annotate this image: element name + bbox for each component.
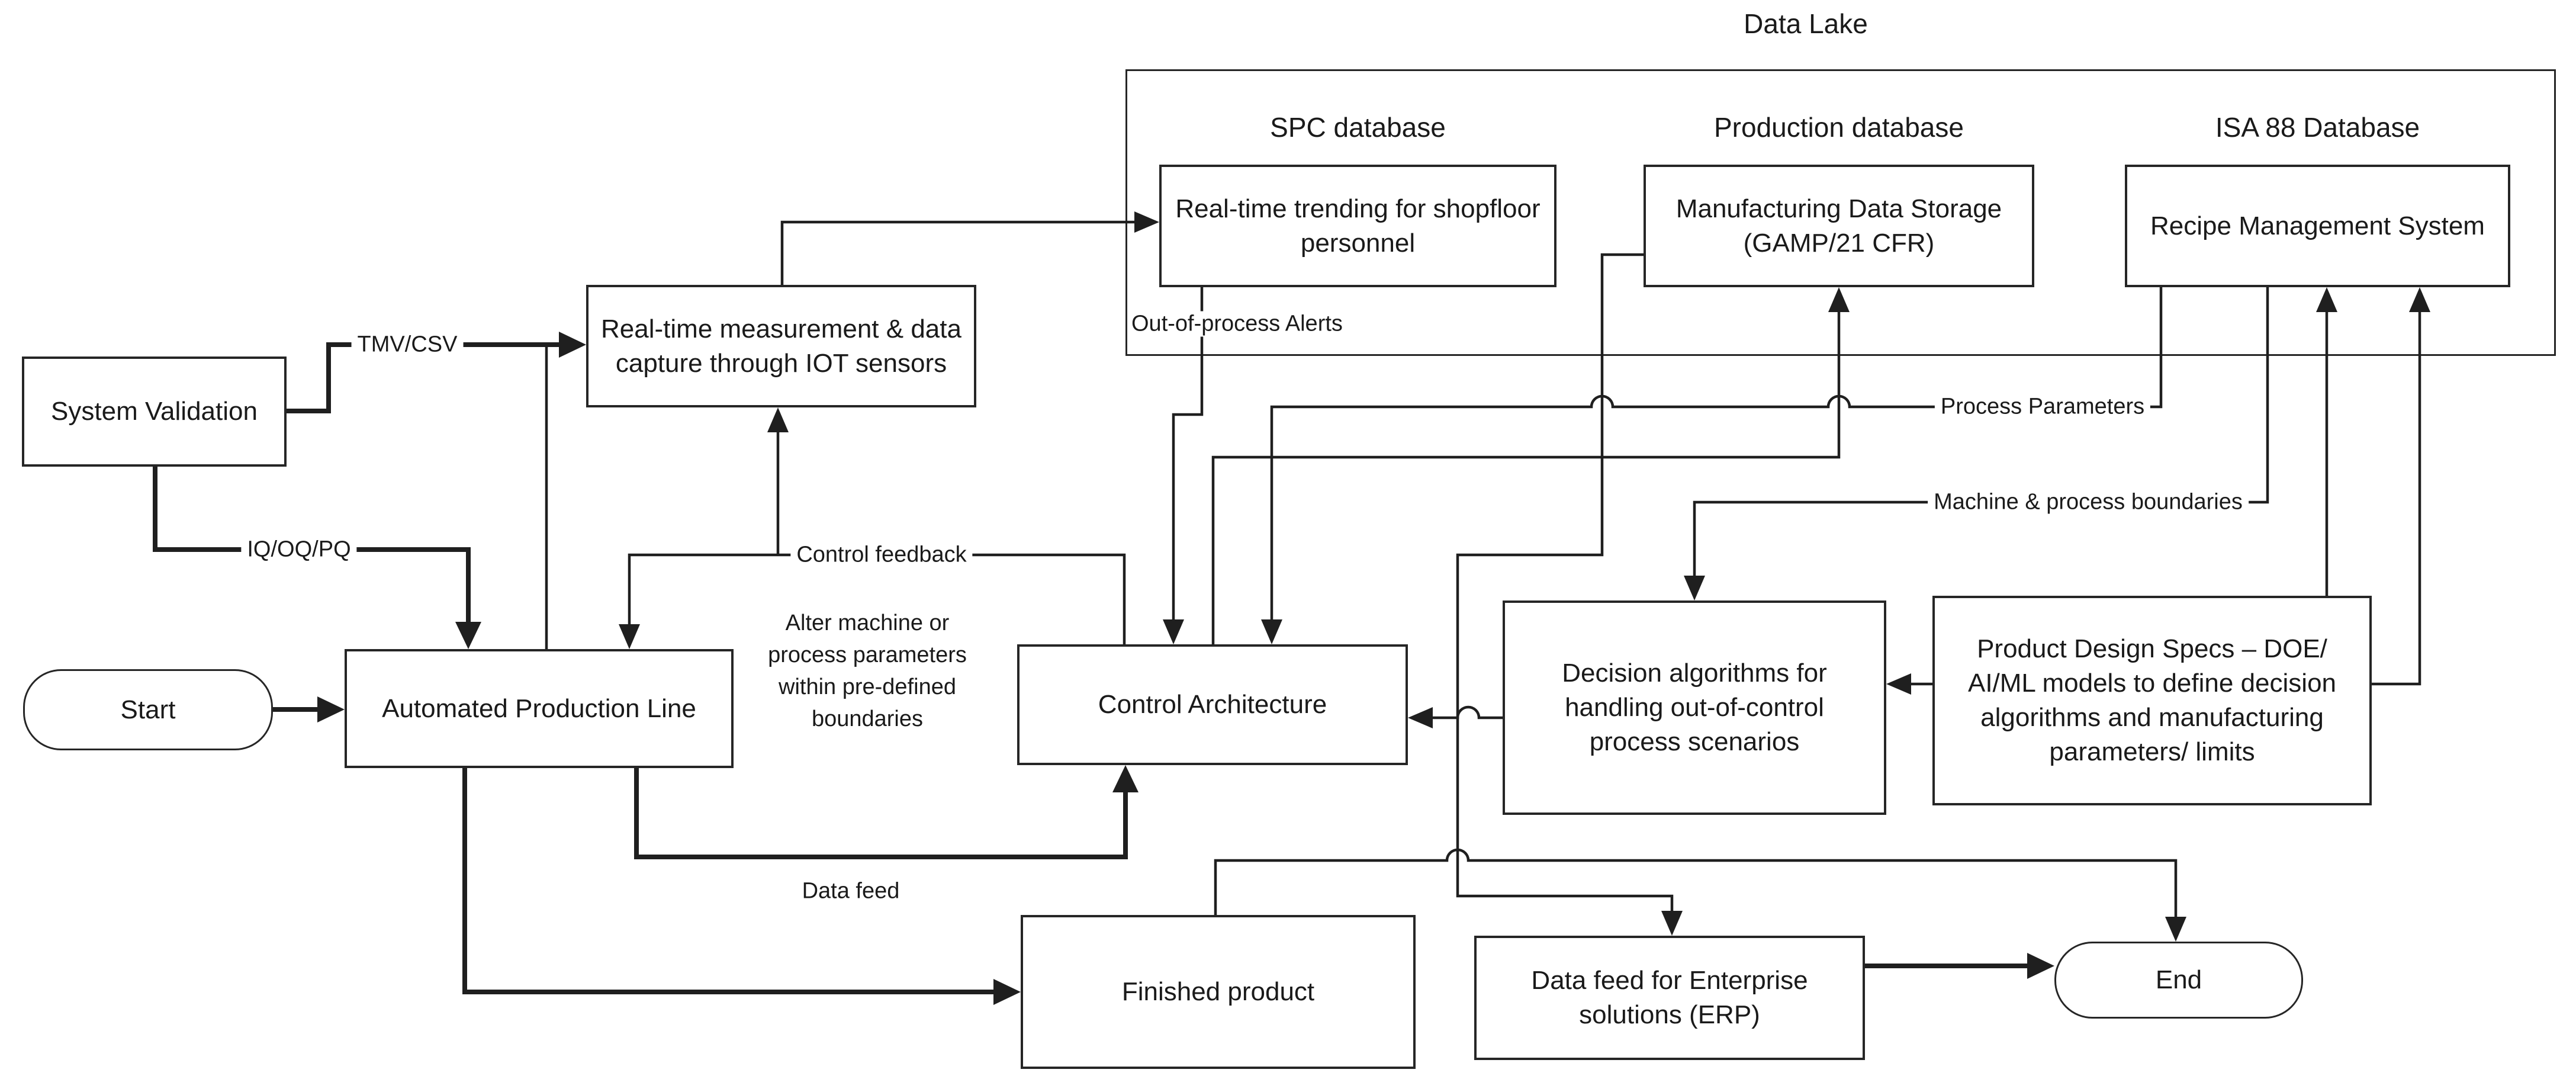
edge-pds-to-rms-b-arrowhead	[2409, 287, 2430, 312]
edge-mds-to-erp	[1456, 253, 1674, 913]
edge-process-parameters-arrowhead	[1261, 619, 1282, 644]
edge-label-data-feed: Data feed	[796, 878, 906, 904]
node-recipe-management-label: Recipe Management System	[2150, 211, 2485, 240]
node-automated-production-line-label: Automated Production Line	[382, 693, 696, 723]
edge-iot-to-spc	[780, 220, 1137, 285]
node-system-validation-label: System Validation	[51, 397, 258, 426]
node-recipe-management: Recipe Management System	[2125, 165, 2510, 287]
edge-machine-boundaries	[1693, 287, 2269, 578]
node-automated-production-line: Automated Production Line	[345, 649, 734, 768]
edge-start-to-apl-arrowhead	[317, 696, 345, 722]
node-erp-feed-label: Data feed for Enterprise solutions (ERP)	[1531, 966, 1808, 1029]
edge-ca-to-mds-arrowhead	[1828, 287, 1850, 312]
edge-decision-to-ca-arrowhead	[1408, 707, 1433, 728]
node-decision-algorithms: Decision algorithms for handling out-of-…	[1503, 600, 1886, 815]
data-lake-container	[1125, 69, 2556, 356]
edge-data-feed	[634, 768, 1128, 859]
production-database-header: Production database	[1714, 112, 1964, 143]
edge-pds-to-rms-a-arrowhead	[2316, 287, 2337, 312]
edge-finished-product-to-end	[1214, 848, 2178, 919]
edge-label-machine-boundaries: Machine & process boundaries	[1928, 489, 2249, 515]
node-finished-product: Finished product	[1021, 915, 1416, 1069]
node-realtime-measurement: Real-time measurement & data capture thr…	[586, 285, 976, 407]
edge-mds-to-erp-arrowhead	[1661, 911, 1683, 936]
edge-alerts-to-ca	[1172, 287, 1204, 622]
edge-label-process-parameters: Process Parameters	[1934, 394, 2151, 420]
node-manufacturing-data-storage-label: Manufacturing Data Storage (GAMP/21 CFR)	[1675, 194, 2002, 258]
edge-pds-to-decision-arrowhead	[1886, 673, 1911, 695]
edge-system-validation-to-iot-arrowhead	[559, 332, 586, 358]
edge-label-tmv-csv: TMV/CSV	[351, 332, 464, 358]
node-end: End	[2054, 942, 2303, 1019]
edge-label-control-feedback: Control feedback	[790, 542, 973, 568]
node-start-label: Start	[120, 695, 176, 724]
edge-apl-to-finished-product	[462, 768, 998, 994]
edge-control-feedback-arrowhead	[619, 624, 640, 649]
edge-ca-to-mds	[1211, 310, 1841, 644]
edge-data-feed-arrowhead	[1112, 765, 1139, 792]
edge-decision-to-ca	[1430, 705, 1503, 720]
node-product-design-specs-label: Product Design Specs – DOE/ AI/ML models…	[1967, 634, 2337, 766]
edge-label-iq-oq-pq: IQ/OQ/PQ	[241, 537, 357, 563]
edge-alerts-to-ca-arrowhead	[1163, 619, 1184, 644]
node-system-validation: System Validation	[22, 357, 287, 467]
node-realtime-trending-label: Real-time trending for shopfloor personn…	[1175, 194, 1541, 258]
edge-iq-oq-pq-arrowhead	[455, 622, 481, 649]
edge-machine-boundaries-arrowhead	[1684, 576, 1705, 600]
data-lake-title: Data Lake	[1744, 8, 1868, 39]
node-control-architecture: Control Architecture	[1017, 644, 1408, 765]
edge-iot-to-spc-arrowhead	[1134, 211, 1159, 233]
node-start: Start	[23, 669, 273, 750]
note-alter-machine: Alter machine or process parameters with…	[768, 611, 967, 731]
edge-control-feedback-branch-arrowhead	[767, 407, 789, 432]
node-erp-feed: Data feed for Enterprise solutions (ERP)	[1474, 936, 1865, 1060]
node-realtime-trending: Real-time trending for shopfloor personn…	[1159, 165, 1556, 287]
edge-label-out-of-process-alerts: Out-of-process Alerts	[1128, 311, 1346, 337]
edge-apl-to-finished-product-arrowhead	[993, 979, 1021, 1005]
node-realtime-measurement-label: Real-time measurement & data capture thr…	[601, 314, 961, 378]
node-finished-product-label: Finished product	[1121, 977, 1315, 1006]
node-end-label: End	[2155, 965, 2202, 994]
node-manufacturing-data-storage: Manufacturing Data Storage (GAMP/21 CFR)	[1644, 165, 2034, 287]
node-control-architecture-label: Control Architecture	[1098, 690, 1327, 719]
spc-database-header: SPC database	[1270, 112, 1446, 143]
edge-pds-to-rms-b	[2372, 310, 2421, 686]
isa88-database-header: ISA 88 Database	[2215, 112, 2420, 143]
node-decision-algorithms-label: Decision algorithms for handling out-of-…	[1562, 659, 1827, 756]
edge-process-parameters	[1270, 287, 2163, 622]
edge-erp-to-end-arrowhead	[2027, 953, 2054, 979]
edge-finished-product-to-end-arrowhead	[2165, 917, 2186, 942]
node-product-design-specs: Product Design Specs – DOE/ AI/ML models…	[1932, 596, 2372, 805]
